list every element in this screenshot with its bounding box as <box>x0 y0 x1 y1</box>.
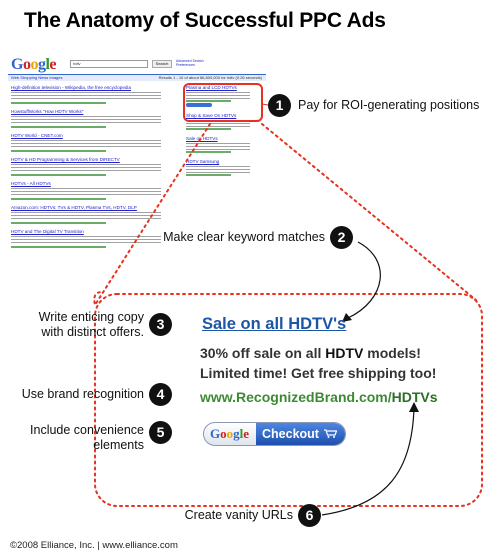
step-4-badge: 4 <box>149 383 172 406</box>
checkout-label: Checkout <box>256 423 345 445</box>
arrow-keyword-match <box>347 241 381 319</box>
ad-line1-keyword: HDTV <box>325 345 364 361</box>
step-6-badge: 6 <box>298 504 321 527</box>
step-3-badge: 3 <box>149 313 172 336</box>
list-item: HDTV Samsung <box>186 159 264 176</box>
result-link[interactable]: HDTV & HD Programming & Services from DI… <box>11 157 120 162</box>
google-checkout-logo: Google <box>210 426 250 441</box>
advanced-search-link[interactable]: Advanced Search <box>176 59 204 63</box>
list-item: HDTV World - CNET.com <box>11 133 171 152</box>
advanced-links: Advanced Search Preferences <box>176 59 204 67</box>
google-checkout-button[interactable]: Google Checkout <box>203 422 346 446</box>
result-link[interactable]: HDTVs - All HDTVs <box>11 181 51 186</box>
step-6-label: Create vanity URLs <box>184 508 293 522</box>
checkout-text: Checkout <box>262 427 319 441</box>
cart-icon <box>324 429 337 438</box>
step-1-label: Pay for ROI-generating positions <box>298 98 480 112</box>
list-item: HDTVs - All HDTVs <box>11 181 171 200</box>
highlighted-ad-outline <box>183 83 263 122</box>
ad-link[interactable]: Plasma and LCD HDTVs <box>186 85 237 90</box>
ad-link[interactable]: Shop & Save On HDTVs <box>186 113 237 118</box>
step-4-label: Use brand recognition <box>21 387 144 401</box>
step-2-label: Make clear keyword matches <box>163 230 325 244</box>
ad-headline[interactable]: Sale on all HDTV's <box>202 315 347 333</box>
result-link[interactable]: HDTV World - CNET.com <box>11 133 63 138</box>
ad-description-line-1: 30% off sale on all HDTV models! <box>200 345 421 361</box>
list-item: High-definition television - Wikipedia, … <box>11 85 171 104</box>
result-link[interactable]: HDTV and The Digital TV Transition <box>11 229 84 234</box>
step-3-label: Write enticing copy with distinct offers… <box>38 310 144 339</box>
ad-link[interactable]: Sale on HDTVs <box>186 136 218 141</box>
ad-line1-text: 30% off sale on all <box>200 345 326 361</box>
result-link[interactable]: HowstuffWorks "How HDTV Works" <box>11 109 84 114</box>
step-5-badge: 5 <box>149 421 172 444</box>
organic-results: High-definition television - Wikipedia, … <box>11 85 171 253</box>
ad-line1-tail: models! <box>363 345 421 361</box>
page-title: The Anatomy of Successful PPC Ads <box>24 9 386 32</box>
search-input[interactable]: hdtv <box>70 60 148 68</box>
google-logo: Google <box>11 56 57 73</box>
step-1-badge: 1 <box>268 94 291 117</box>
list-item: HDTV & HD Programming & Services from DI… <box>11 157 171 176</box>
serp-stats: Results 1 - 10 of about 86,800,000 for h… <box>158 75 262 80</box>
serp-nav-links[interactable]: Web Shopping News Images <box>11 75 63 80</box>
search-button[interactable]: Search <box>152 60 172 68</box>
ad-url-keyword: HDTVs <box>391 389 438 405</box>
footer-credit: ©2008 Elliance, Inc. | www.elliance.com <box>10 540 178 551</box>
list-item: Plasma and LCD HDTVs <box>186 85 264 107</box>
checkout-mini-icon <box>186 103 212 107</box>
list-item: HowstuffWorks "How HDTV Works" <box>11 109 171 128</box>
ad-display-url[interactable]: www.RecognizedBrand.com/HDTVs <box>200 389 438 405</box>
step-5-label: Include convenience elements <box>30 423 144 452</box>
ad-url-domain: www.RecognizedBrand.com/ <box>200 389 392 405</box>
serp-nav-bar: Web Shopping News Images Results 1 - 10 … <box>8 74 266 81</box>
step-2-badge: 2 <box>330 226 353 249</box>
result-link[interactable]: High-definition television - Wikipedia, … <box>11 85 132 90</box>
ad-link[interactable]: HDTV Samsung <box>186 159 220 164</box>
list-item: Amazon.com: HDTVs: TVs & HDTV, Plasma TV… <box>11 205 171 224</box>
result-link[interactable]: Amazon.com: HDTVs: TVs & HDTV, Plasma TV… <box>11 205 137 210</box>
list-item: Sale on HDTVs <box>186 136 264 153</box>
preferences-link[interactable]: Preferences <box>176 63 195 67</box>
ad-description-line-2: Limited time! Get free shipping too! <box>200 365 437 381</box>
list-item: HDTV and The Digital TV Transition <box>11 229 171 248</box>
